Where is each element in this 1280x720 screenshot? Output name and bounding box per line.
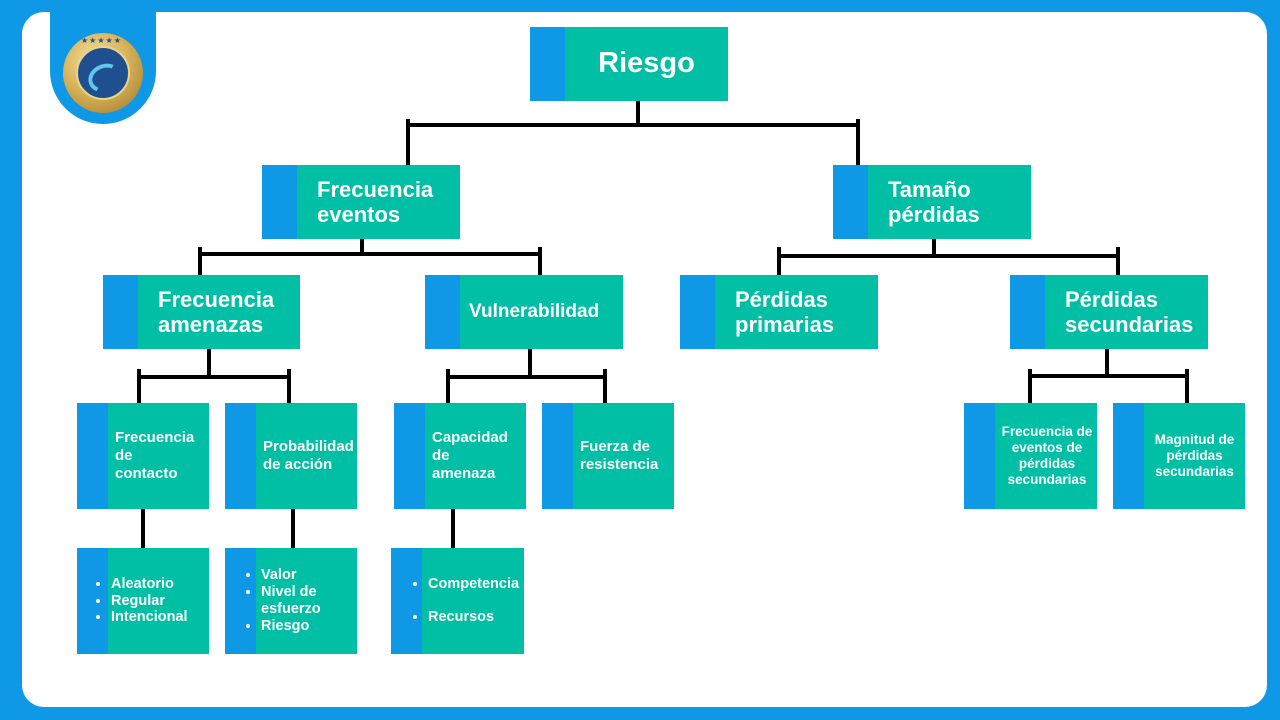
connector-perdidas-secundarias — [1028, 349, 1189, 403]
contacto-detail-list: Aleatorio Regular Intencional — [94, 548, 209, 654]
node-frecuencia-amenazas: Frecuencia amenazas — [103, 275, 300, 349]
list-item: Competencia — [428, 568, 519, 601]
node-perdidas-secundarias: Pérdidas secundarias — [1010, 275, 1208, 349]
connector-frecuencia-amenazas — [137, 349, 291, 403]
node-capacidad-amenaza: Capacidad de amenaza — [394, 403, 526, 509]
node-frecuencia-eventos: Frecuencia eventos — [262, 165, 460, 239]
node-vulnerabilidad: Vulnerabilidad — [425, 275, 623, 349]
seal-stars: ★★★★★ — [81, 36, 122, 45]
node-frecuencia-contacto: Frecuencia de contacto — [77, 403, 209, 509]
node-riesgo-label: Riesgo — [598, 47, 695, 80]
connector-vulnerabilidad — [446, 349, 607, 403]
connector-tamano-perdidas — [777, 239, 1120, 275]
accion-detail-list: Valor Nivel de esfuerzo Riesgo — [244, 548, 357, 654]
node-probabilidad-accion-label: Probabilidad de acción — [263, 438, 354, 473]
node-probabilidad-accion: Probabilidad de acción — [225, 403, 357, 509]
node-perdidas-primarias: Pérdidas primarias — [680, 275, 878, 349]
node-frecuencia-eventos-label: Frecuencia eventos — [317, 176, 434, 227]
list-item: Aleatorio — [111, 576, 188, 593]
amenaza-detail-list: Competencia Recursos — [411, 548, 524, 654]
certified-seal-logo: ★★★★★ — [63, 33, 143, 113]
node-frecuencia-contacto-label: Frecuencia de contacto — [115, 429, 195, 482]
node-capacidad-amenaza-label: Capacidad de amenaza — [432, 429, 508, 482]
wave-icon — [76, 46, 130, 100]
node-frecuencia-eventos-secundarias-label: Frecuencia de eventos de pérdidas secund… — [1001, 423, 1093, 488]
node-amenaza-detail: Competencia Recursos — [391, 548, 524, 654]
node-contacto-detail: Aleatorio Regular Intencional — [77, 548, 209, 654]
node-vulnerabilidad-label: Vulnerabilidad — [469, 301, 600, 323]
connector-root — [406, 101, 860, 165]
node-fuerza-resistencia: Fuerza de resistencia — [542, 403, 674, 509]
node-perdidas-secundarias-label: Pérdidas secundarias — [1065, 286, 1194, 337]
node-magnitud-secundarias-label: Magnitud de pérdidas secundarias — [1154, 431, 1235, 480]
list-item: Intencional — [111, 609, 188, 626]
node-riesgo: Riesgo — [530, 27, 728, 101]
node-accion-detail: Valor Nivel de esfuerzo Riesgo — [225, 548, 357, 654]
node-frecuencia-eventos-secundarias: Frecuencia de eventos de pérdidas secund… — [964, 403, 1097, 509]
connector-frecuencia-eventos — [198, 239, 542, 275]
list-item: Valor — [261, 567, 329, 584]
node-perdidas-primarias-label: Pérdidas primarias — [735, 286, 835, 337]
node-tamano-perdidas: Tamaño pérdidas — [833, 165, 1031, 239]
list-item: Nivel de esfuerzo — [261, 584, 329, 618]
list-item: Recursos — [428, 601, 519, 634]
node-fuerza-resistencia-label: Fuerza de resistencia — [580, 438, 659, 473]
list-item: Regular — [111, 593, 188, 610]
node-frecuencia-amenazas-label: Frecuencia amenazas — [158, 286, 275, 337]
node-magnitud-secundarias: Magnitud de pérdidas secundarias — [1113, 403, 1245, 509]
list-item: Riesgo — [261, 618, 329, 635]
node-tamano-perdidas-label: Tamaño pérdidas — [888, 176, 980, 227]
